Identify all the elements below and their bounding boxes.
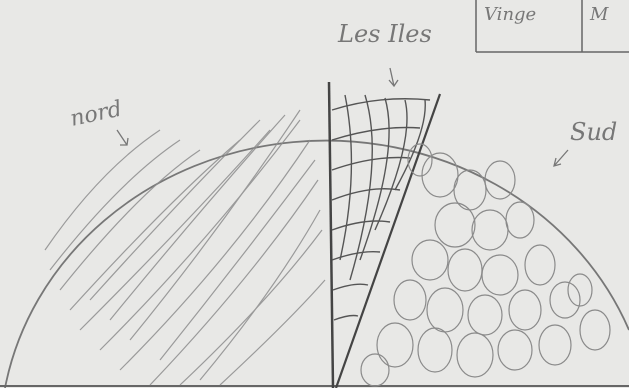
sud-arrow <box>554 150 568 166</box>
label-nord: nord <box>68 97 124 132</box>
legend-cell-right: M <box>589 4 609 25</box>
label-sud: Sud <box>570 118 617 146</box>
iles-crosshatch <box>332 95 430 320</box>
nord-arrow <box>117 130 128 145</box>
nord-hatching <box>45 110 325 385</box>
legend-box: Vinge M <box>476 0 629 52</box>
half-circle-outline <box>5 141 629 388</box>
sud-loops <box>361 144 610 386</box>
label-iles: Les Iles <box>337 20 432 48</box>
iles-arrow <box>389 68 398 86</box>
divider-vertical <box>329 82 333 388</box>
legend-cell-left: Vinge <box>484 4 536 25</box>
